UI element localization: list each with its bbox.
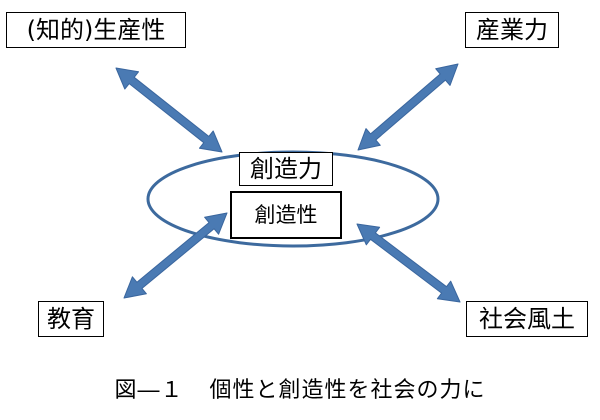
figure-caption: 図―１ 個性と創造性を社会の力に xyxy=(0,372,600,404)
arrow-bottom-right xyxy=(356,223,461,303)
center-title-creative-power: 創造力 xyxy=(239,152,333,186)
node-intellectual-productivity: (知的)生産性 xyxy=(6,12,186,48)
node-social-climate: 社会風土 xyxy=(466,301,588,337)
figure-number: 図―１ xyxy=(114,378,184,403)
node-education: 教育 xyxy=(38,301,104,337)
node-industrial-power: 産業力 xyxy=(465,12,559,48)
arrow-top-right xyxy=(357,63,459,151)
figure-caption-text: 個性と創造性を社会の力に xyxy=(209,378,486,403)
center-subtitle-creativity: 創造性 xyxy=(230,191,342,239)
arrow-top-left xyxy=(115,67,223,153)
arrow-bottom-left xyxy=(123,212,228,299)
